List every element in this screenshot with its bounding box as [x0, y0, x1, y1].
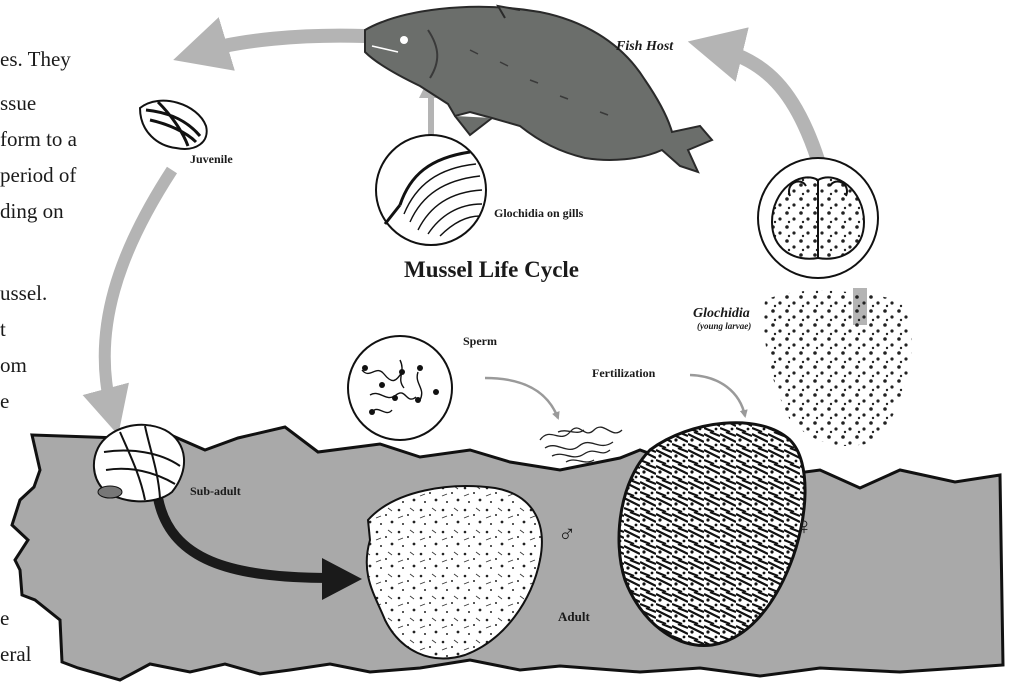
side-text-line: ussel.: [0, 283, 47, 304]
side-text-line: period of: [0, 165, 76, 186]
arrow-fish-to-juvenile: [200, 36, 365, 52]
glochidia-closeup-circle: [758, 158, 878, 278]
arrow-glochidia-to-fish: [715, 48, 818, 160]
side-text-line: es. They: [0, 49, 71, 70]
glochidia-on-gills-circle: [376, 135, 486, 245]
side-text-line: eral: [0, 644, 31, 665]
side-text-line: ding on: [0, 201, 64, 222]
sub-adult-label: Sub-adult: [190, 485, 241, 497]
fish-host-label: Fish Host: [616, 40, 673, 54]
glochidia-larvae-cloud: [764, 291, 912, 446]
sperm-label: Sperm: [463, 335, 497, 347]
juvenile-label: Juvenile: [190, 153, 233, 165]
adult-label: Adult: [558, 610, 590, 623]
sperm-circle: [348, 336, 452, 440]
arrow-juvenile-to-subadult: [105, 170, 172, 412]
female-symbol: ♀: [795, 515, 813, 539]
side-text-line: form to a: [0, 129, 77, 150]
arrow-fertilization: [690, 375, 745, 416]
side-text-line: e: [0, 608, 9, 629]
glochidia-label: Glochidia: [693, 307, 750, 321]
diagram-title: Mussel Life Cycle: [404, 258, 579, 281]
side-text-line: ssue: [0, 93, 36, 114]
arrow-sperm-to-cloud: [485, 378, 558, 418]
sub-adult-mussel: [94, 425, 184, 502]
juvenile-mussel: [140, 101, 207, 149]
side-text-line: om: [0, 355, 27, 376]
glochidia-sublabel: (young larvae): [697, 322, 751, 331]
glochidia-on-gills-label: Glochidia on gills: [494, 207, 583, 219]
side-text-line: e: [0, 391, 9, 412]
fertilization-label: Fertilization: [592, 367, 655, 379]
side-text-line: t: [0, 319, 6, 340]
fertilization-cloud: [540, 427, 622, 462]
male-symbol: ♂: [558, 523, 576, 547]
